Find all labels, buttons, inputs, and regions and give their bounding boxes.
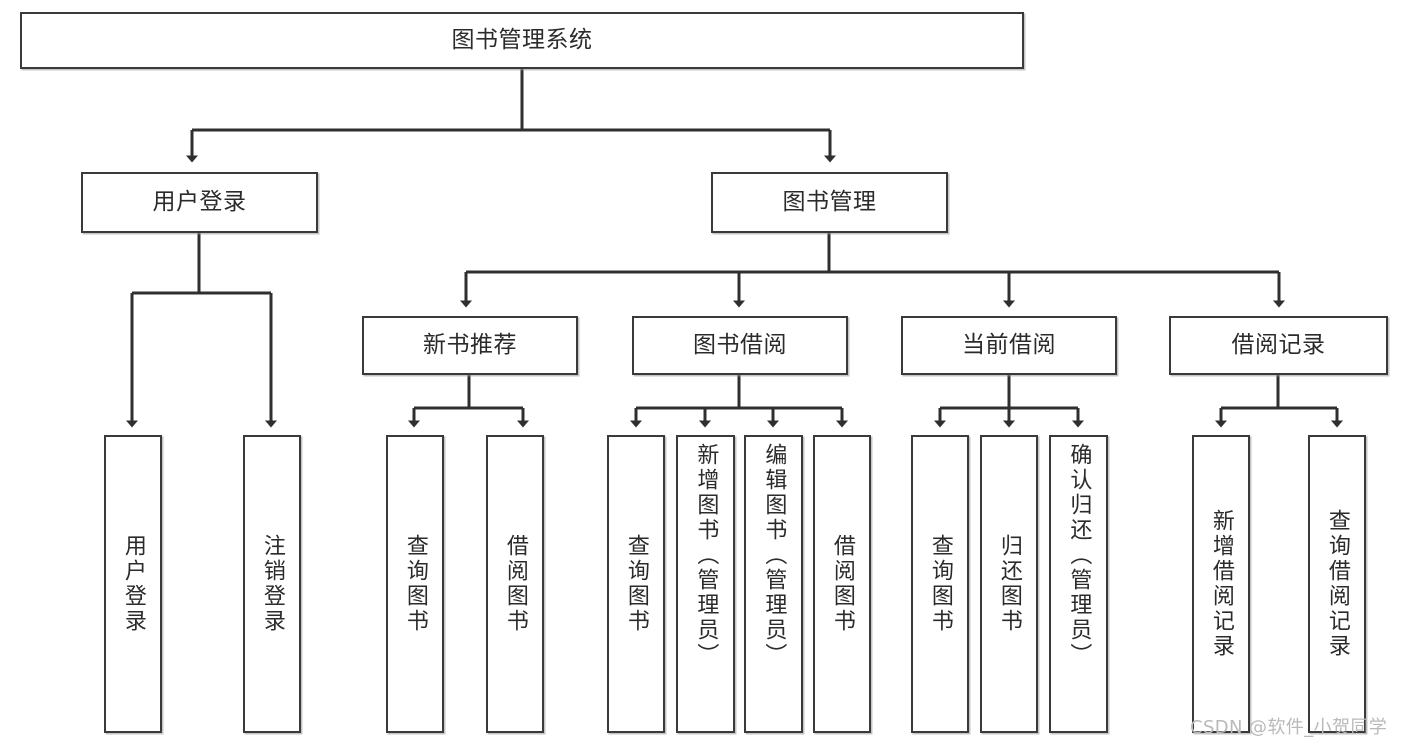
node-label: 编辑图书（管理员）	[761, 443, 787, 668]
leaf-add-book[interactable]: 新增图书（管理员）	[676, 435, 735, 733]
node-label: 图书管理系统	[451, 27, 593, 54]
node-label: 查询图书	[402, 534, 428, 634]
node-label: 借阅图书	[829, 534, 855, 634]
leaf-edit-book[interactable]: 编辑图书（管理员）	[744, 435, 803, 733]
leaf-query-borrow-record[interactable]: 查询借阅记录	[1308, 435, 1366, 733]
node-label: 查询图书	[623, 534, 649, 634]
node-label: 注销登录	[259, 534, 285, 634]
node-new-book-recommend[interactable]: 新书推荐	[362, 316, 578, 375]
node-label: 查询借阅记录	[1324, 509, 1350, 659]
node-label: 查询图书	[927, 534, 953, 634]
node-label: 新增图书（管理员）	[693, 443, 719, 668]
node-label: 图书借阅	[693, 332, 787, 359]
leaf-query-book-recommend[interactable]: 查询图书	[386, 435, 444, 733]
leaf-confirm-return[interactable]: 确认归还（管理员）	[1049, 435, 1108, 733]
node-label: 借阅图书	[502, 534, 528, 634]
node-book-manage[interactable]: 图书管理	[711, 172, 948, 233]
node-book-borrow[interactable]: 图书借阅	[632, 316, 848, 375]
leaf-return-book[interactable]: 归还图书	[980, 435, 1038, 733]
leaf-borrow-book-borrow[interactable]: 借阅图书	[813, 435, 871, 733]
node-label: 用户登录	[152, 189, 247, 216]
node-label: 借阅记录	[1231, 332, 1326, 359]
leaf-borrow-book-recommend[interactable]: 借阅图书	[486, 435, 544, 733]
node-label: 新增借阅记录	[1208, 509, 1234, 659]
node-label: 用户登录	[120, 534, 146, 634]
leaf-query-book-current[interactable]: 查询图书	[911, 435, 969, 733]
node-borrow-record[interactable]: 借阅记录	[1169, 316, 1388, 375]
leaf-logout[interactable]: 注销登录	[243, 435, 301, 733]
node-current-borrow[interactable]: 当前借阅	[901, 316, 1117, 375]
watermark-text: CSDN @软件_小贺同学	[1190, 717, 1388, 738]
node-label: 图书管理	[782, 189, 877, 216]
node-label: 新书推荐	[423, 332, 517, 359]
node-label: 归还图书	[996, 534, 1022, 634]
leaf-user-login[interactable]: 用户登录	[104, 435, 162, 733]
node-label: 当前借阅	[962, 332, 1056, 359]
leaf-add-borrow-record[interactable]: 新增借阅记录	[1192, 435, 1250, 733]
node-label: 确认归还（管理员）	[1066, 443, 1092, 668]
leaf-query-book-borrow[interactable]: 查询图书	[607, 435, 665, 733]
node-root-system[interactable]: 图书管理系统	[20, 12, 1024, 69]
node-user-login[interactable]: 用户登录	[81, 172, 318, 233]
